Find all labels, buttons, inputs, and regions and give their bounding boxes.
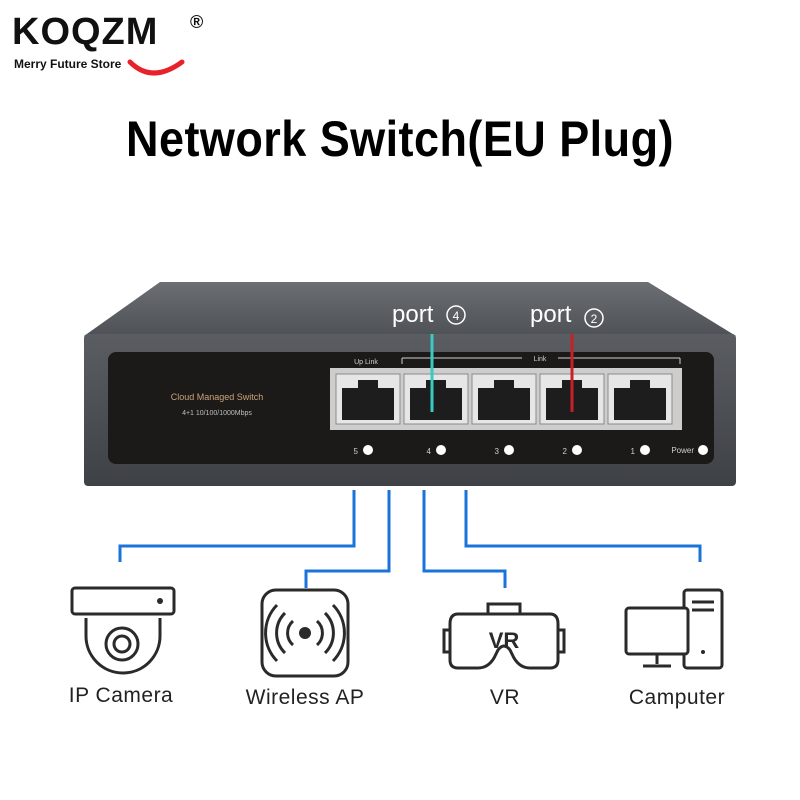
port-4-badge [446,305,466,325]
page-title: Network Switch(EU Plug) [126,111,674,167]
link-label: Link [534,356,547,363]
port-led-4 [436,445,446,455]
port-4-callout-label: port [392,301,434,328]
computer-icon [624,588,724,670]
connector-lines [118,490,702,588]
device-label-computer: Camputer [628,686,726,709]
ethernet-port-4[interactable] [403,373,469,425]
port-number-4: 4 [427,447,432,456]
connector-wireless-ap [304,490,391,588]
smile-swoosh-icon [127,59,185,76]
wireless-ap-icon [260,588,350,678]
port-number-3: 3 [495,447,500,456]
uplink-label: Up Link [354,359,378,366]
vr-headset-icon [442,602,566,670]
ethernet-port-5[interactable] [335,373,401,425]
device-label-wireless-ap: Wireless AP [245,686,365,709]
device-label-vr: VR [489,686,521,709]
power-label: Power [671,446,694,455]
brand-logo: KOQZM ® Merry Future Store [12,10,212,80]
port-2-badge [584,308,604,328]
port-led-2 [572,445,582,455]
registered-mark: ® [190,12,204,32]
port-2-badge-number: 2 [591,312,598,326]
dome-camera-icon [70,586,176,675]
connector-computer [464,490,702,562]
connector-ip-camera [118,490,356,562]
port-led-3 [504,445,514,455]
port-led-5 [363,445,373,455]
product-label: Cloud Managed Switch [171,392,264,402]
vr-icon-text: VR [489,628,520,653]
port-number-1: 1 [631,447,636,456]
ethernet-port-3[interactable] [471,373,537,425]
port-number-2: 2 [563,447,568,456]
port-number-5: 5 [354,447,359,456]
switch-top-surface [84,282,736,336]
device-label-ip-camera: IP Camera [68,684,174,707]
port-led-1 [640,445,650,455]
brand-tagline: Merry Future Store [14,57,122,71]
spec-label: 4+1 10/100/1000Mbps [182,410,252,417]
power-led [698,445,708,455]
brand-name: KOQZM [12,11,159,53]
connector-vr [422,490,507,588]
ethernet-port-1[interactable] [607,373,673,425]
port-4-badge-number: 4 [453,309,460,323]
port-2-callout-label: port [530,301,572,328]
